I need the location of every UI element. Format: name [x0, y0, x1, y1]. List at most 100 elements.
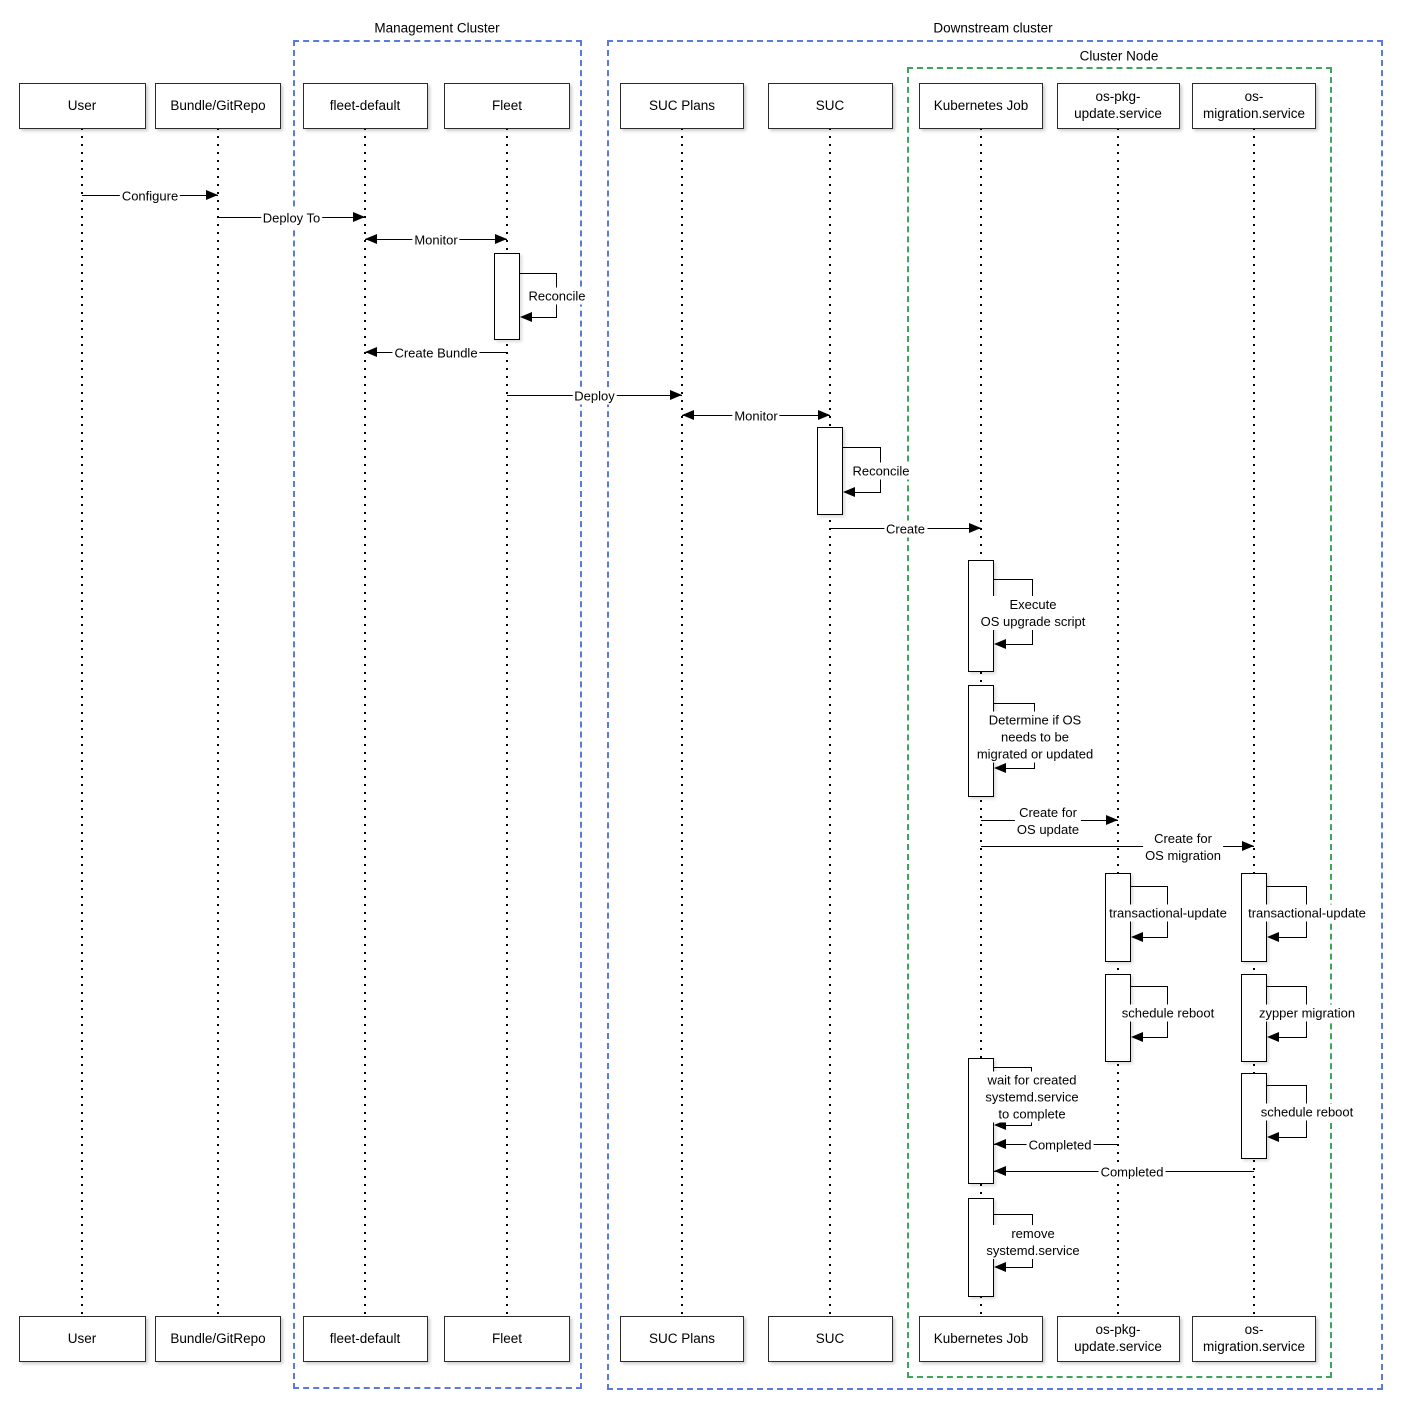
label-line: Bundle/GitRepo — [170, 97, 266, 113]
label-line: os- — [1244, 89, 1264, 105]
label-line: Kubernetes Job — [933, 97, 1029, 113]
lifeline-os-pkg-update-service — [1117, 128, 1119, 1316]
message-line — [981, 846, 1254, 847]
participant-top-suc-plans: SUC Plans — [620, 83, 744, 129]
arrowhead-right-icon — [1242, 841, 1254, 851]
label-line: update.service — [1074, 106, 1162, 121]
label-line: Execute — [978, 595, 1088, 613]
self-message-label-reconcile-suc: Reconcile — [850, 462, 912, 479]
arrowhead-left-icon — [1131, 1032, 1143, 1042]
loop-line-back — [1142, 937, 1168, 938]
label-line: fleet-default — [329, 1330, 401, 1346]
label-line: zypper migration — [1256, 1004, 1358, 1021]
label-line: Deploy To — [260, 209, 323, 227]
participant-bottom-suc-plans: SUC Plans — [620, 1316, 744, 1362]
loop-line-out — [1267, 886, 1307, 887]
label-line: Cluster Node — [1079, 48, 1159, 64]
arrowhead-left-icon — [843, 487, 855, 497]
label-line: OS migration — [1143, 847, 1223, 864]
loop-line-back — [1278, 937, 1307, 938]
label-line: migrated or updated — [974, 745, 1096, 762]
label-line: Create Bundle — [392, 344, 480, 362]
loop-line-back — [1005, 1267, 1033, 1268]
loop-line-out — [1131, 986, 1168, 987]
lifeline-bundle-gitrepo — [217, 128, 219, 1316]
participant-bottom-os-pkg-update-service: os-pkg-update.service — [1056, 1316, 1180, 1362]
self-message-label-transactional-update-pkg: transactional-update — [1107, 904, 1229, 921]
participant-bottom-bundle-gitrepo: Bundle/GitRepo — [155, 1316, 281, 1362]
label-line: OS upgrade script — [978, 612, 1088, 630]
loop-line-out — [1267, 1085, 1307, 1086]
loop-line-out — [994, 1214, 1033, 1215]
label-line: Fleet — [491, 97, 522, 113]
label-line: Create for — [1143, 830, 1223, 847]
arrowhead-left-icon — [994, 1139, 1006, 1149]
message-label-monitor-suc: Monitor — [732, 407, 780, 425]
loop-line-out — [994, 703, 1035, 704]
loop-line-back — [1142, 1037, 1168, 1038]
label-line: SUC Plans — [648, 1330, 716, 1346]
activation-bar-suc — [817, 427, 843, 515]
arrowhead-left-icon — [520, 312, 532, 322]
label-line: migration.service — [1202, 1339, 1306, 1354]
label-line: Completed — [1098, 1163, 1166, 1181]
frame-label-management-cluster: Management Cluster — [371, 20, 503, 36]
label-line: SUC — [815, 97, 845, 113]
arrowhead-left-icon — [994, 1120, 1006, 1130]
arrowhead-left-icon — [994, 763, 1006, 773]
arrowhead-left-icon — [1131, 932, 1143, 942]
message-label-deploy-to: Deploy To — [260, 209, 323, 227]
arrowhead-left-icon — [1267, 932, 1279, 942]
self-message-label-transactional-update-migration: transactional-update — [1246, 904, 1368, 921]
label-line: systemd.service — [984, 1241, 1082, 1259]
participant-top-os-pkg-update-service: os-pkg-update.service — [1056, 83, 1180, 129]
loop-line-back — [1005, 1125, 1032, 1126]
self-message-label-zypper-migration: zypper migration — [1256, 1004, 1358, 1021]
label-line: SUC Plans — [648, 97, 716, 113]
label-line: User — [67, 1330, 97, 1346]
label-line: Completed — [1026, 1136, 1094, 1154]
label-line: schedule reboot — [1258, 1103, 1356, 1121]
self-message-label-schedule-reboot-migration: schedule reboot — [1258, 1103, 1356, 1121]
label-line: Configure — [119, 187, 181, 205]
arrowhead-right-icon — [670, 390, 682, 400]
loop-line-out — [843, 447, 881, 448]
message-label-monitor-fleet: Monitor — [412, 231, 460, 249]
loop-line-back — [1278, 1037, 1307, 1038]
label-line: Determine if OS — [974, 711, 1096, 728]
lifeline-fleet — [506, 128, 508, 1316]
message-label-create: Create — [883, 520, 928, 538]
lifeline-suc-plans — [681, 128, 683, 1316]
label-line: Deploy — [572, 387, 617, 405]
self-message-label-schedule-reboot-pkg: schedule reboot — [1119, 1004, 1217, 1021]
loop-line-back — [854, 492, 881, 493]
label-line: transactional-update — [1246, 904, 1368, 921]
loop-line-out — [994, 579, 1033, 580]
arrowhead-left-icon — [994, 1166, 1006, 1176]
label-line: Create for — [1014, 804, 1082, 821]
loop-line-out — [994, 1067, 1032, 1068]
label-line: Downstream cluster — [933, 20, 1053, 36]
label-line: update.service — [1074, 1339, 1162, 1354]
label-line: Management Cluster — [374, 20, 500, 36]
arrowhead-right-icon — [495, 234, 507, 244]
self-message-label-reconcile-fleet: Reconcile — [526, 287, 588, 305]
label-line: wait for created — [983, 1071, 1081, 1089]
label-line: fleet-default — [329, 97, 401, 113]
arrowhead-right-icon — [818, 410, 830, 420]
lifeline-user — [81, 128, 83, 1316]
loop-line-back — [531, 317, 557, 318]
participant-top-bundle-gitrepo: Bundle/GitRepo — [155, 83, 281, 129]
loop-line-back — [1278, 1137, 1307, 1138]
arrowhead-right-icon — [353, 212, 365, 222]
label-line: remove — [984, 1224, 1082, 1242]
loop-line-out — [1131, 886, 1168, 887]
message-label-deploy: Deploy — [572, 387, 617, 405]
loop-line-back — [1005, 644, 1033, 645]
label-line: systemd.service — [983, 1088, 1081, 1106]
label-line: Monitor — [412, 231, 460, 249]
